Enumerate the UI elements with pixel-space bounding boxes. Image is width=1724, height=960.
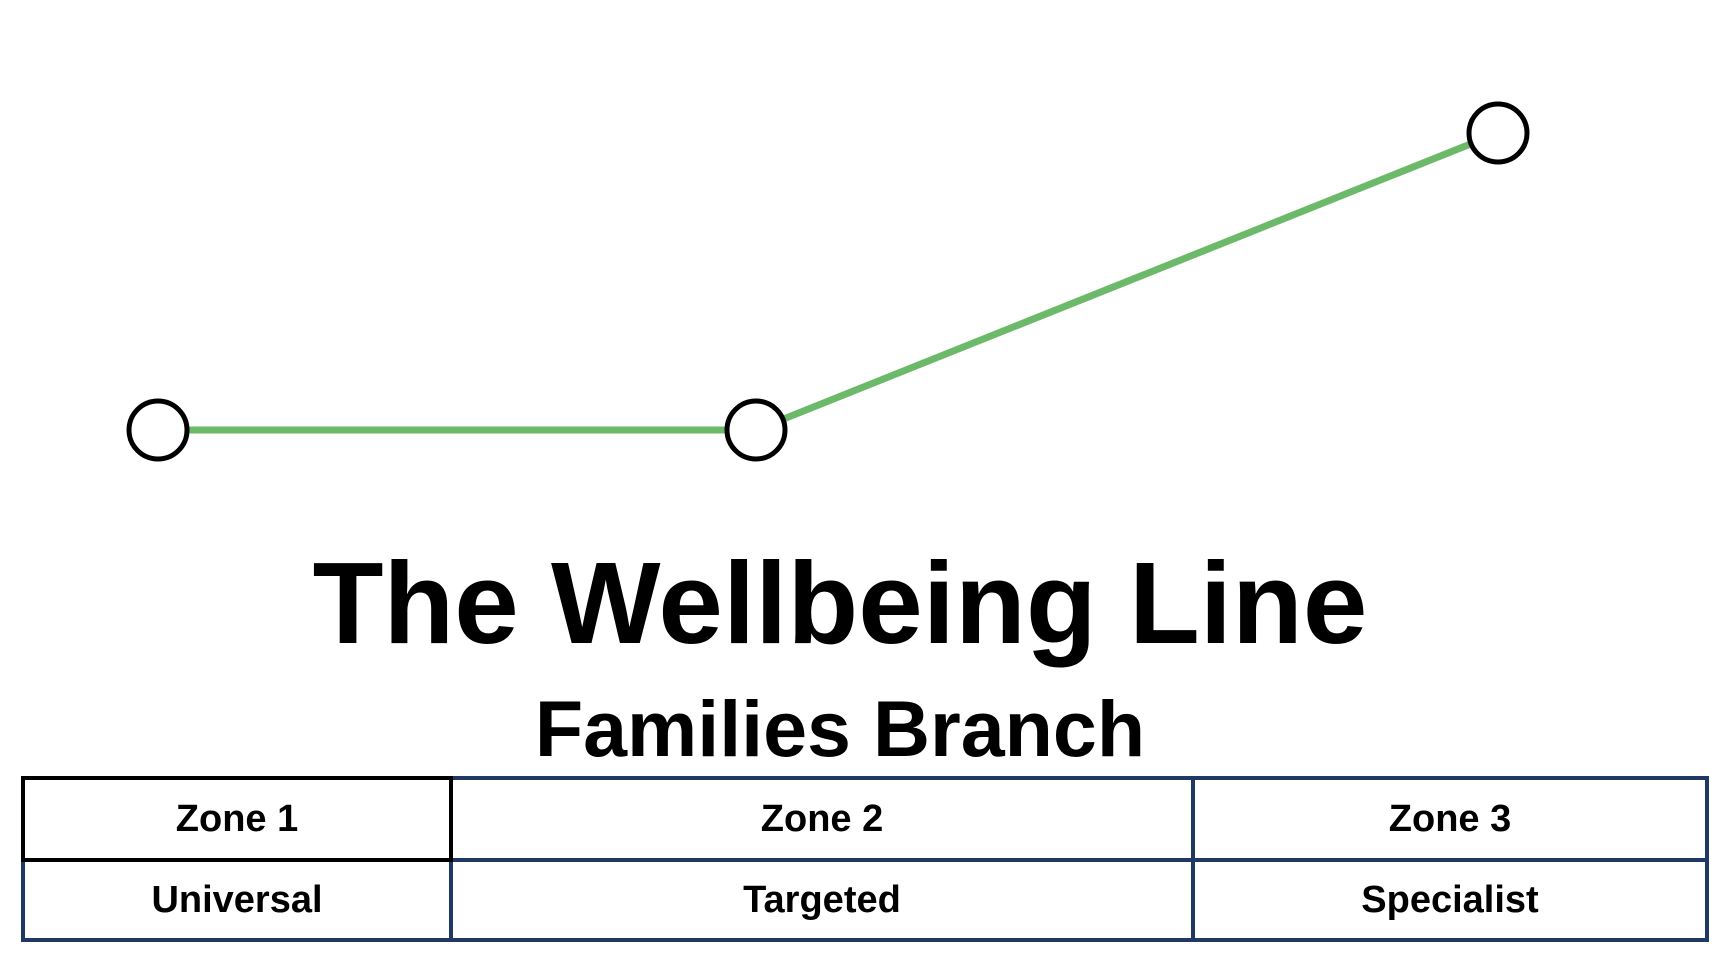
zones-table: Zone 1 Zone 2 Zone 3 Universal Targeted … bbox=[21, 776, 1709, 942]
tier-targeted-cell: Targeted bbox=[449, 858, 1195, 942]
station-1-marker bbox=[126, 398, 190, 462]
zone-2-cell: Zone 2 bbox=[449, 776, 1195, 862]
tier-universal-cell: Universal bbox=[21, 858, 453, 942]
line-segment-rising bbox=[754, 129, 1500, 434]
page-subtitle: Families Branch bbox=[534, 684, 1146, 773]
zone-1-cell: Zone 1 bbox=[21, 776, 453, 862]
page-title: The Wellbeing Line bbox=[312, 538, 1368, 668]
wellbeing-line-diagram bbox=[126, 101, 1530, 462]
tier-specialist-cell: Specialist bbox=[1191, 858, 1709, 942]
station-3-marker bbox=[1466, 101, 1530, 165]
tier-row: Universal Targeted Specialist bbox=[21, 858, 1709, 942]
station-2-marker bbox=[724, 398, 788, 462]
zone-header-row: Zone 1 Zone 2 Zone 3 bbox=[21, 776, 1709, 862]
zone-3-cell: Zone 3 bbox=[1191, 776, 1709, 862]
